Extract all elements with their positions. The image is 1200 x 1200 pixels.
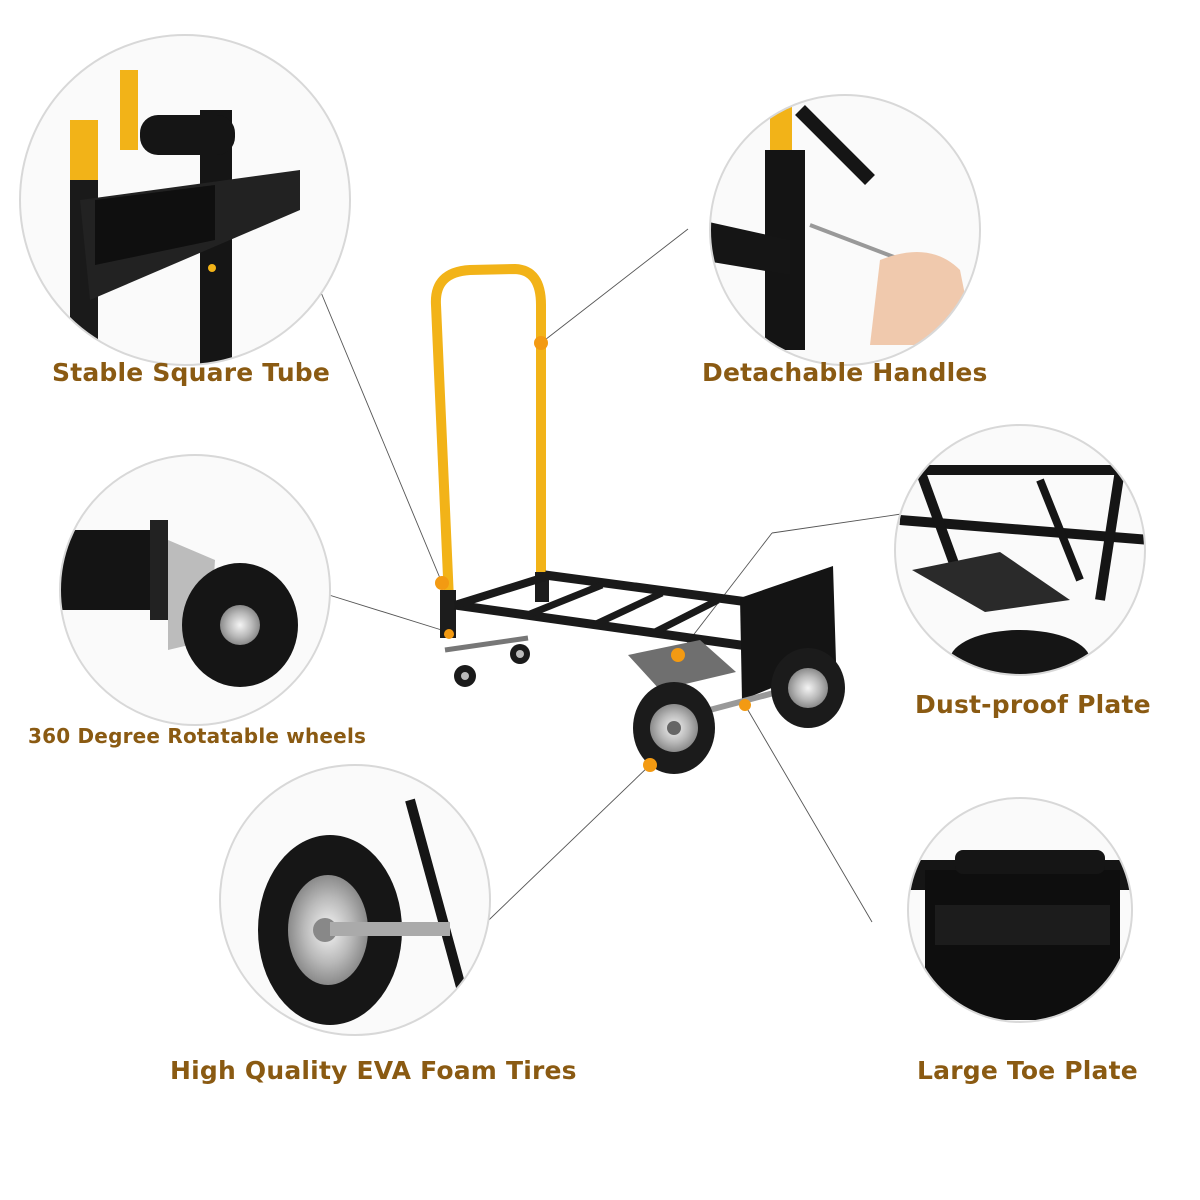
detail-circle-rotatable-wheels [59,454,331,726]
detail-circle-foam-tires [219,764,491,1036]
detail-circle-stable-tube [19,34,351,366]
feature-label-stable-square-tube: Stable Square Tube [52,358,331,387]
detail-circle-toe-plate [907,797,1133,1023]
feature-label-rotatable-wheels: 360 Degree Rotatable wheels [28,724,367,748]
hand-truck-image [430,263,845,774]
detail-circle-dust-plate [894,424,1146,676]
feature-label-dust-proof-plate: Dust-proof Plate [915,690,1151,719]
feature-label-detachable-handles: Detachable Handles [702,358,988,387]
callout-dots [435,336,751,772]
feature-label-large-toe-plate: Large Toe Plate [917,1056,1138,1085]
callout-lines [312,228,909,941]
detail-circle-detachable-handles [709,94,981,366]
feature-label-eva-foam-tires: High Quality EVA Foam Tires [170,1056,577,1085]
